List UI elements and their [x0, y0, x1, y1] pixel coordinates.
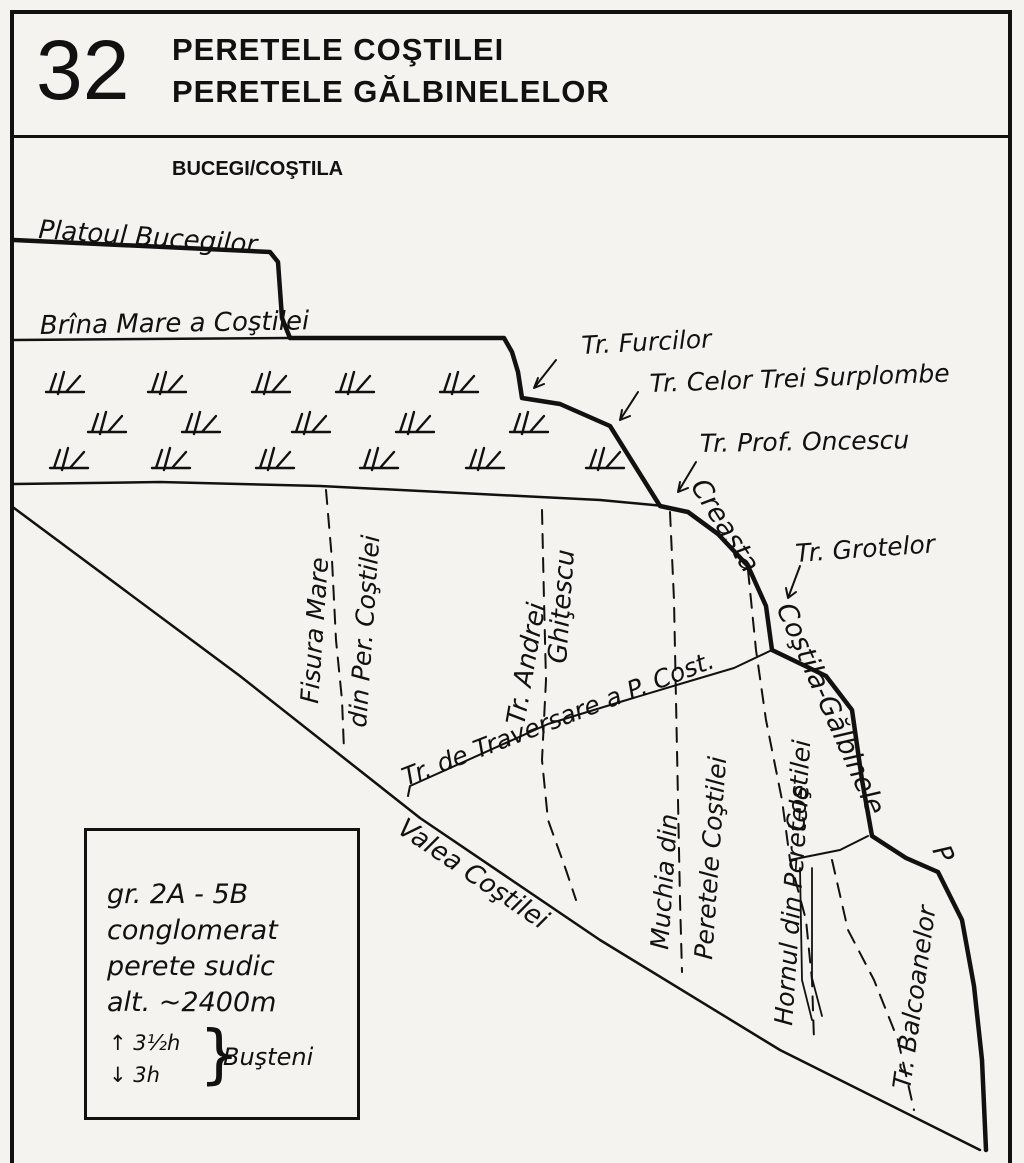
label-valea: Valea Coştilei — [392, 813, 554, 936]
grass-tuft-icon — [250, 370, 292, 396]
arrow-grotelor — [785, 565, 801, 599]
terrace-line — [12, 480, 666, 508]
legend-descent-time: ↓ 3h — [109, 1063, 160, 1087]
page-frame — [10, 10, 1012, 1163]
grass-tuft-icon — [86, 410, 128, 436]
andrei-route — [541, 509, 577, 901]
label-plateau: Platoul Bucegilor — [38, 215, 261, 260]
grass-tuft-icon — [254, 446, 296, 472]
grass-tuft-icon — [44, 370, 86, 396]
grass-tuft-icon — [290, 410, 332, 436]
fisura-route — [325, 489, 345, 751]
label-surplombe: Tr. Celor Trei Surplombe — [649, 359, 950, 398]
grass-tuft-icon — [146, 370, 188, 396]
legend-grade: gr. 2A - 5B — [107, 879, 249, 910]
grass-tuft-icon — [394, 410, 436, 436]
muchia-route — [669, 511, 683, 973]
legend-town: Buşteni — [223, 1043, 314, 1071]
grass-tuft-icon — [150, 446, 192, 472]
header: 32 PERETELE COŞTILEI PERETELE GĂLBINELEL… — [10, 10, 1012, 138]
grass-tuft-icon — [48, 446, 90, 472]
arrow-surplombe — [619, 391, 639, 421]
legend-face: perete sudic — [107, 951, 275, 982]
grass-tuft-icon — [438, 370, 480, 396]
grass-tufts — [44, 370, 626, 472]
label-furcilor: Tr. Furcilor — [581, 324, 714, 360]
label-ledge: Brîna Mare a Coştilei — [40, 306, 311, 341]
grass-tuft-icon — [180, 410, 222, 436]
balcoanelor-route-dash — [831, 859, 915, 1111]
grass-tuft-icon — [334, 370, 376, 396]
label-andrei-2: Ghiţescu — [543, 548, 581, 664]
ledge-line — [12, 336, 292, 342]
grass-tuft-icon — [358, 446, 400, 472]
balcoanelor-route — [789, 835, 869, 861]
arrow-oncescu — [677, 461, 697, 493]
label-balcoanelor: Tr. Balcoanelor — [887, 902, 942, 1091]
legend-brace-icon: } — [199, 1018, 240, 1092]
legend-rock: conglomerat — [107, 915, 278, 946]
ridge-line — [11, 237, 989, 1153]
label-muchia-2: Peretele Coştilei — [689, 755, 732, 960]
grass-tuft-icon — [508, 410, 550, 436]
legend-ascent-time: ↑ 3½h — [109, 1031, 181, 1055]
arrow-furcilor — [533, 359, 557, 389]
balcony-bracket — [799, 867, 823, 1021]
grass-tuft-icon — [464, 446, 506, 472]
label-fisura-1: Fisura Mare — [295, 556, 334, 704]
label-traversare: Tr. de Traversare a P. Cost. — [398, 646, 718, 792]
location-subtitle: BUCEGI/COŞTILA — [172, 158, 344, 180]
label-oncescu: Tr. Prof. Oncescu — [700, 425, 910, 458]
route-number: 32 — [36, 23, 130, 117]
label-muchia-1: Muchia din — [645, 813, 683, 951]
label-hornul-2: Coştilei — [781, 739, 816, 833]
label-p-mark: P — [926, 841, 960, 868]
title-line-2: PERETELE GĂLBINELELOR — [172, 74, 610, 109]
title-line-1: PERETELE COŞTILEI — [172, 32, 505, 67]
label-grotelor: Tr. Grotelor — [794, 529, 937, 568]
label-fisura-2: din Per. Coştilei — [343, 534, 385, 728]
valley-line — [12, 506, 982, 1152]
traverse-route — [407, 649, 773, 797]
grass-tuft-icon — [584, 446, 626, 472]
legend-box: gr. 2A - 5B conglomerat perete sudic alt… — [84, 828, 360, 1120]
legend-altitude: alt. ~2400m — [107, 987, 277, 1018]
label-creasta: Creasta — [684, 473, 766, 578]
